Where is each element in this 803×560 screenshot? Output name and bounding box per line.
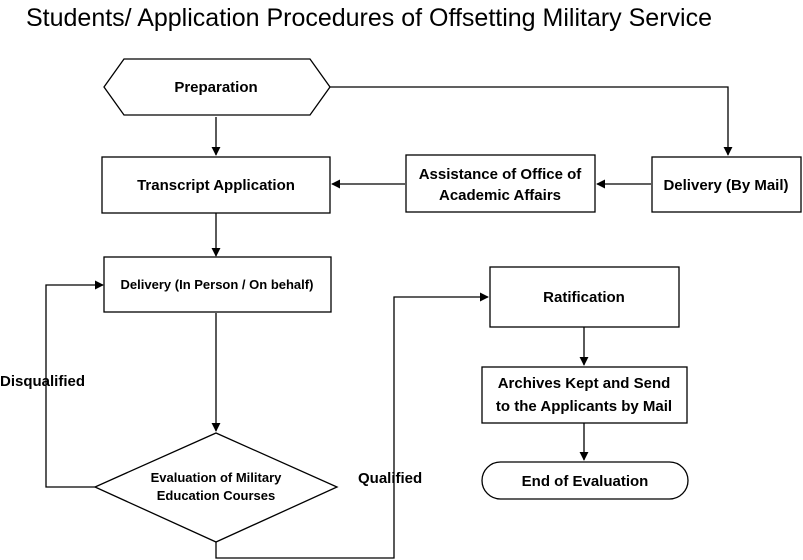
edge-disqualified-loop: [45, 280, 104, 488]
edge-qualified-to-ratification: [215, 292, 489, 559]
node-evaluation-decision: Evaluation of Military Education Courses: [93, 432, 339, 543]
node-ratification-label: Ratification: [543, 289, 625, 306]
node-ratification: Ratification: [489, 266, 680, 328]
node-preparation-label: Preparation: [174, 79, 257, 96]
node-assistance-line2: Academic Affairs: [439, 187, 561, 204]
node-end-of-evaluation-label: End of Evaluation: [522, 473, 649, 490]
node-archives-line2: to the Applicants by Mail: [496, 398, 672, 415]
edge-label-qualified: Qualified: [358, 470, 422, 487]
node-end-of-evaluation: End of Evaluation: [481, 461, 689, 500]
node-evaluation-line2: Education Courses: [157, 488, 275, 503]
node-transcript-application-label: Transcript Application: [137, 177, 295, 194]
node-archives-kept: Archives Kept and Send to the Applicants…: [481, 366, 688, 424]
node-archives-line1: Archives Kept and Send: [498, 375, 671, 392]
diagram-title: Students/ Application Procedures of Offs…: [26, 4, 712, 32]
edge-preparation-to-delivery-mail: [330, 86, 733, 156]
node-delivery-in-person-label: Delivery (In Person / On behalf): [121, 277, 314, 292]
node-transcript-application: Transcript Application: [101, 156, 331, 214]
node-assistance-academic-affairs: Assistance of Office of Academic Affairs: [405, 154, 596, 213]
node-delivery-by-mail: Delivery (By Mail): [651, 156, 802, 213]
node-preparation: Preparation: [103, 58, 331, 116]
node-evaluation-line1: Evaluation of Military: [151, 470, 283, 485]
node-delivery-in-person: Delivery (In Person / On behalf): [103, 256, 332, 313]
node-delivery-by-mail-label: Delivery (By Mail): [663, 177, 788, 194]
edge-label-disqualified: Disqualified: [0, 373, 85, 390]
node-assistance-line1: Assistance of Office of: [419, 166, 583, 183]
